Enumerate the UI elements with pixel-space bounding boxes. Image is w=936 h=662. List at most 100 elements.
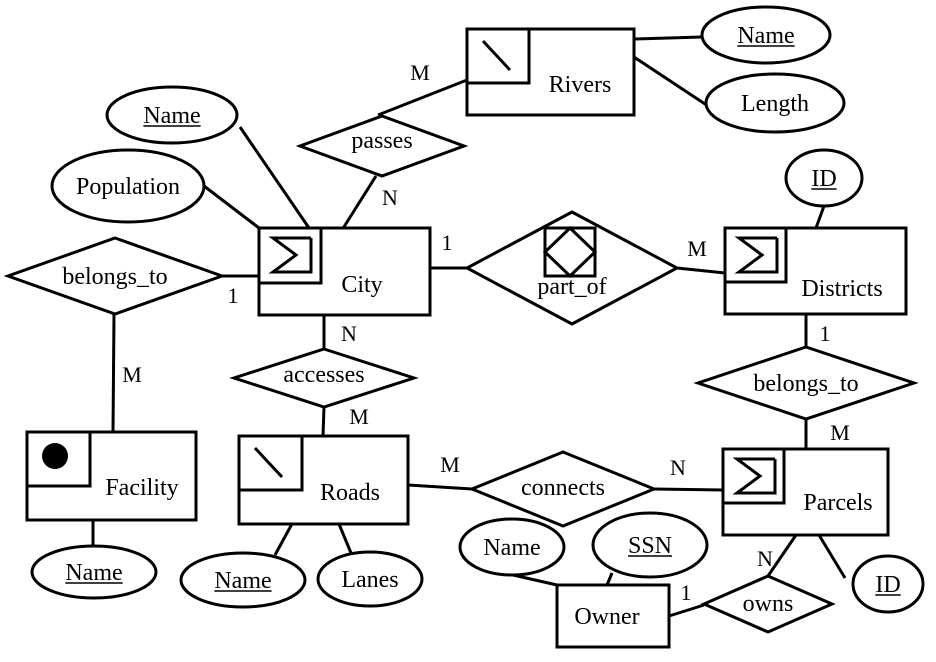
attribute-owner-name[interactable]: Name <box>458 517 566 577</box>
relationship-diamond <box>295 114 469 178</box>
attribute-rivers-length[interactable]: Length <box>704 72 846 134</box>
edge-owner-name <box>512 573 558 587</box>
key-attribute-label: ID <box>875 572 900 598</box>
sigma-icon <box>257 226 323 285</box>
attribute-city-population[interactable]: Population <box>50 148 206 224</box>
key-attribute-label: SSN <box>628 533 672 559</box>
attribute-ellipse <box>851 554 925 614</box>
edge-accesses-roads <box>321 406 326 437</box>
entity-owner[interactable]: Owner <box>555 583 671 649</box>
entity-facility[interactable]: Facility <box>25 430 198 522</box>
entity-roads[interactable]: Roads <box>237 434 410 526</box>
cardinality-belongs-facility: M <box>122 362 142 387</box>
point-icon <box>25 430 92 488</box>
attribute-ellipse <box>179 551 307 609</box>
attribute-ellipse <box>30 544 158 600</box>
entity-box <box>257 226 432 317</box>
cardinality-connects-roads: M <box>440 452 460 477</box>
attribute-facility-name[interactable]: Name <box>30 544 158 600</box>
edge-rivers-length <box>633 55 709 108</box>
cardinality-partof-city: 1 <box>442 230 453 255</box>
attribute-owner-ssn[interactable]: SSN <box>591 511 709 579</box>
entity-city[interactable]: City <box>257 226 432 317</box>
key-attribute-label: ID <box>811 166 836 192</box>
sigma-icon <box>721 447 786 505</box>
relationship-diamond <box>693 345 919 421</box>
attribute-label: Length <box>741 91 809 117</box>
relationship-part-of[interactable]: part_of <box>463 210 681 326</box>
attribute-city-name[interactable]: Name <box>105 85 239 145</box>
attribute-ellipse <box>704 72 846 134</box>
relationship-label: passes <box>351 128 412 154</box>
relationship-belongs-to-city[interactable]: belongs_to <box>3 236 227 316</box>
edge-owner-owns <box>668 603 705 618</box>
relationship-diamond <box>463 210 681 326</box>
relationship-owns[interactable]: owns <box>700 574 836 634</box>
edge-belongs-facility <box>111 313 116 433</box>
relationship-label: owns <box>743 591 794 617</box>
entity-box <box>555 583 671 649</box>
cardinality-accesses-roads: M <box>349 404 369 429</box>
edge-districts-id <box>814 205 826 229</box>
relationship-label: accesses <box>283 362 364 388</box>
cardinality-owns-owner: 1 <box>681 580 692 605</box>
attribute-ellipse <box>591 511 709 579</box>
cardinality-passes-rivers: M <box>410 60 430 85</box>
entity-label: Roads <box>320 480 380 506</box>
sigma-icon <box>723 226 788 284</box>
edge-owns-parcels <box>766 534 798 577</box>
edge-city-population <box>203 184 260 230</box>
relationship-label: belongs_to <box>62 264 167 290</box>
relationship-label: part_of <box>537 274 606 300</box>
attribute-label: Name <box>483 535 540 561</box>
attribute-ellipse <box>458 517 566 577</box>
relationship-passes[interactable]: passes <box>295 114 469 178</box>
cardinality-partof-districts: M <box>687 236 707 261</box>
key-attribute-label: Name <box>214 568 271 594</box>
edge-city-name <box>238 126 311 229</box>
edge-roads-lanes <box>337 523 353 554</box>
cardinality-accesses-city: N <box>341 321 357 346</box>
entity-rivers[interactable]: Rivers <box>465 27 636 117</box>
entity-districts[interactable]: Districts <box>723 226 908 316</box>
edge-roads-name <box>273 521 295 556</box>
relationship-belongs-to-districts[interactable]: belongs_to <box>693 345 919 421</box>
attribute-districts-id[interactable]: ID <box>784 148 864 208</box>
line-icon <box>237 434 304 492</box>
entity-parcels[interactable]: Parcels <box>721 447 890 537</box>
attribute-label: Lanes <box>341 567 398 593</box>
cardinality-belongs-districts: 1 <box>820 321 831 346</box>
entity-label: City <box>341 272 382 298</box>
attribute-ellipse <box>700 5 832 65</box>
key-attribute-label: Name <box>143 103 200 129</box>
edge-owner-ssn <box>605 572 614 586</box>
entity-label: Owner <box>574 604 639 630</box>
edge-parcels-id <box>817 534 847 579</box>
relationship-label: connects <box>521 475 605 501</box>
relationship-label: belongs_to <box>753 371 858 397</box>
attribute-parcels-id[interactable]: ID <box>851 554 925 614</box>
cardinality-belongs-parcels: M <box>830 420 850 445</box>
attribute-roads-name[interactable]: Name <box>179 551 307 609</box>
entity-label: Facility <box>105 475 178 501</box>
entity-box <box>237 434 410 526</box>
relationship-accesses[interactable]: accesses <box>229 347 419 409</box>
cardinality-owns-parcels: N <box>757 546 773 571</box>
edge-connects-parcels <box>653 487 724 492</box>
attribute-roads-lanes[interactable]: Lanes <box>316 550 424 608</box>
attribute-rivers-name[interactable]: Name <box>700 5 832 65</box>
entity-label: Rivers <box>549 72 612 98</box>
edge-rivers-name <box>633 35 703 41</box>
relationship-diamond <box>700 574 836 634</box>
cardinality-connects-parcels: N <box>670 455 686 480</box>
attribute-ellipse <box>105 85 239 145</box>
cardinality-belongs-city: 1 <box>228 283 239 308</box>
entity-label: Districts <box>801 276 882 302</box>
line-icon <box>465 27 531 85</box>
entity-label: Parcels <box>803 490 872 516</box>
relationship-diamond <box>3 236 227 316</box>
key-attribute-label: Name <box>65 560 122 586</box>
relationship-connects[interactable]: connects <box>468 450 658 528</box>
entity-box <box>721 447 890 537</box>
